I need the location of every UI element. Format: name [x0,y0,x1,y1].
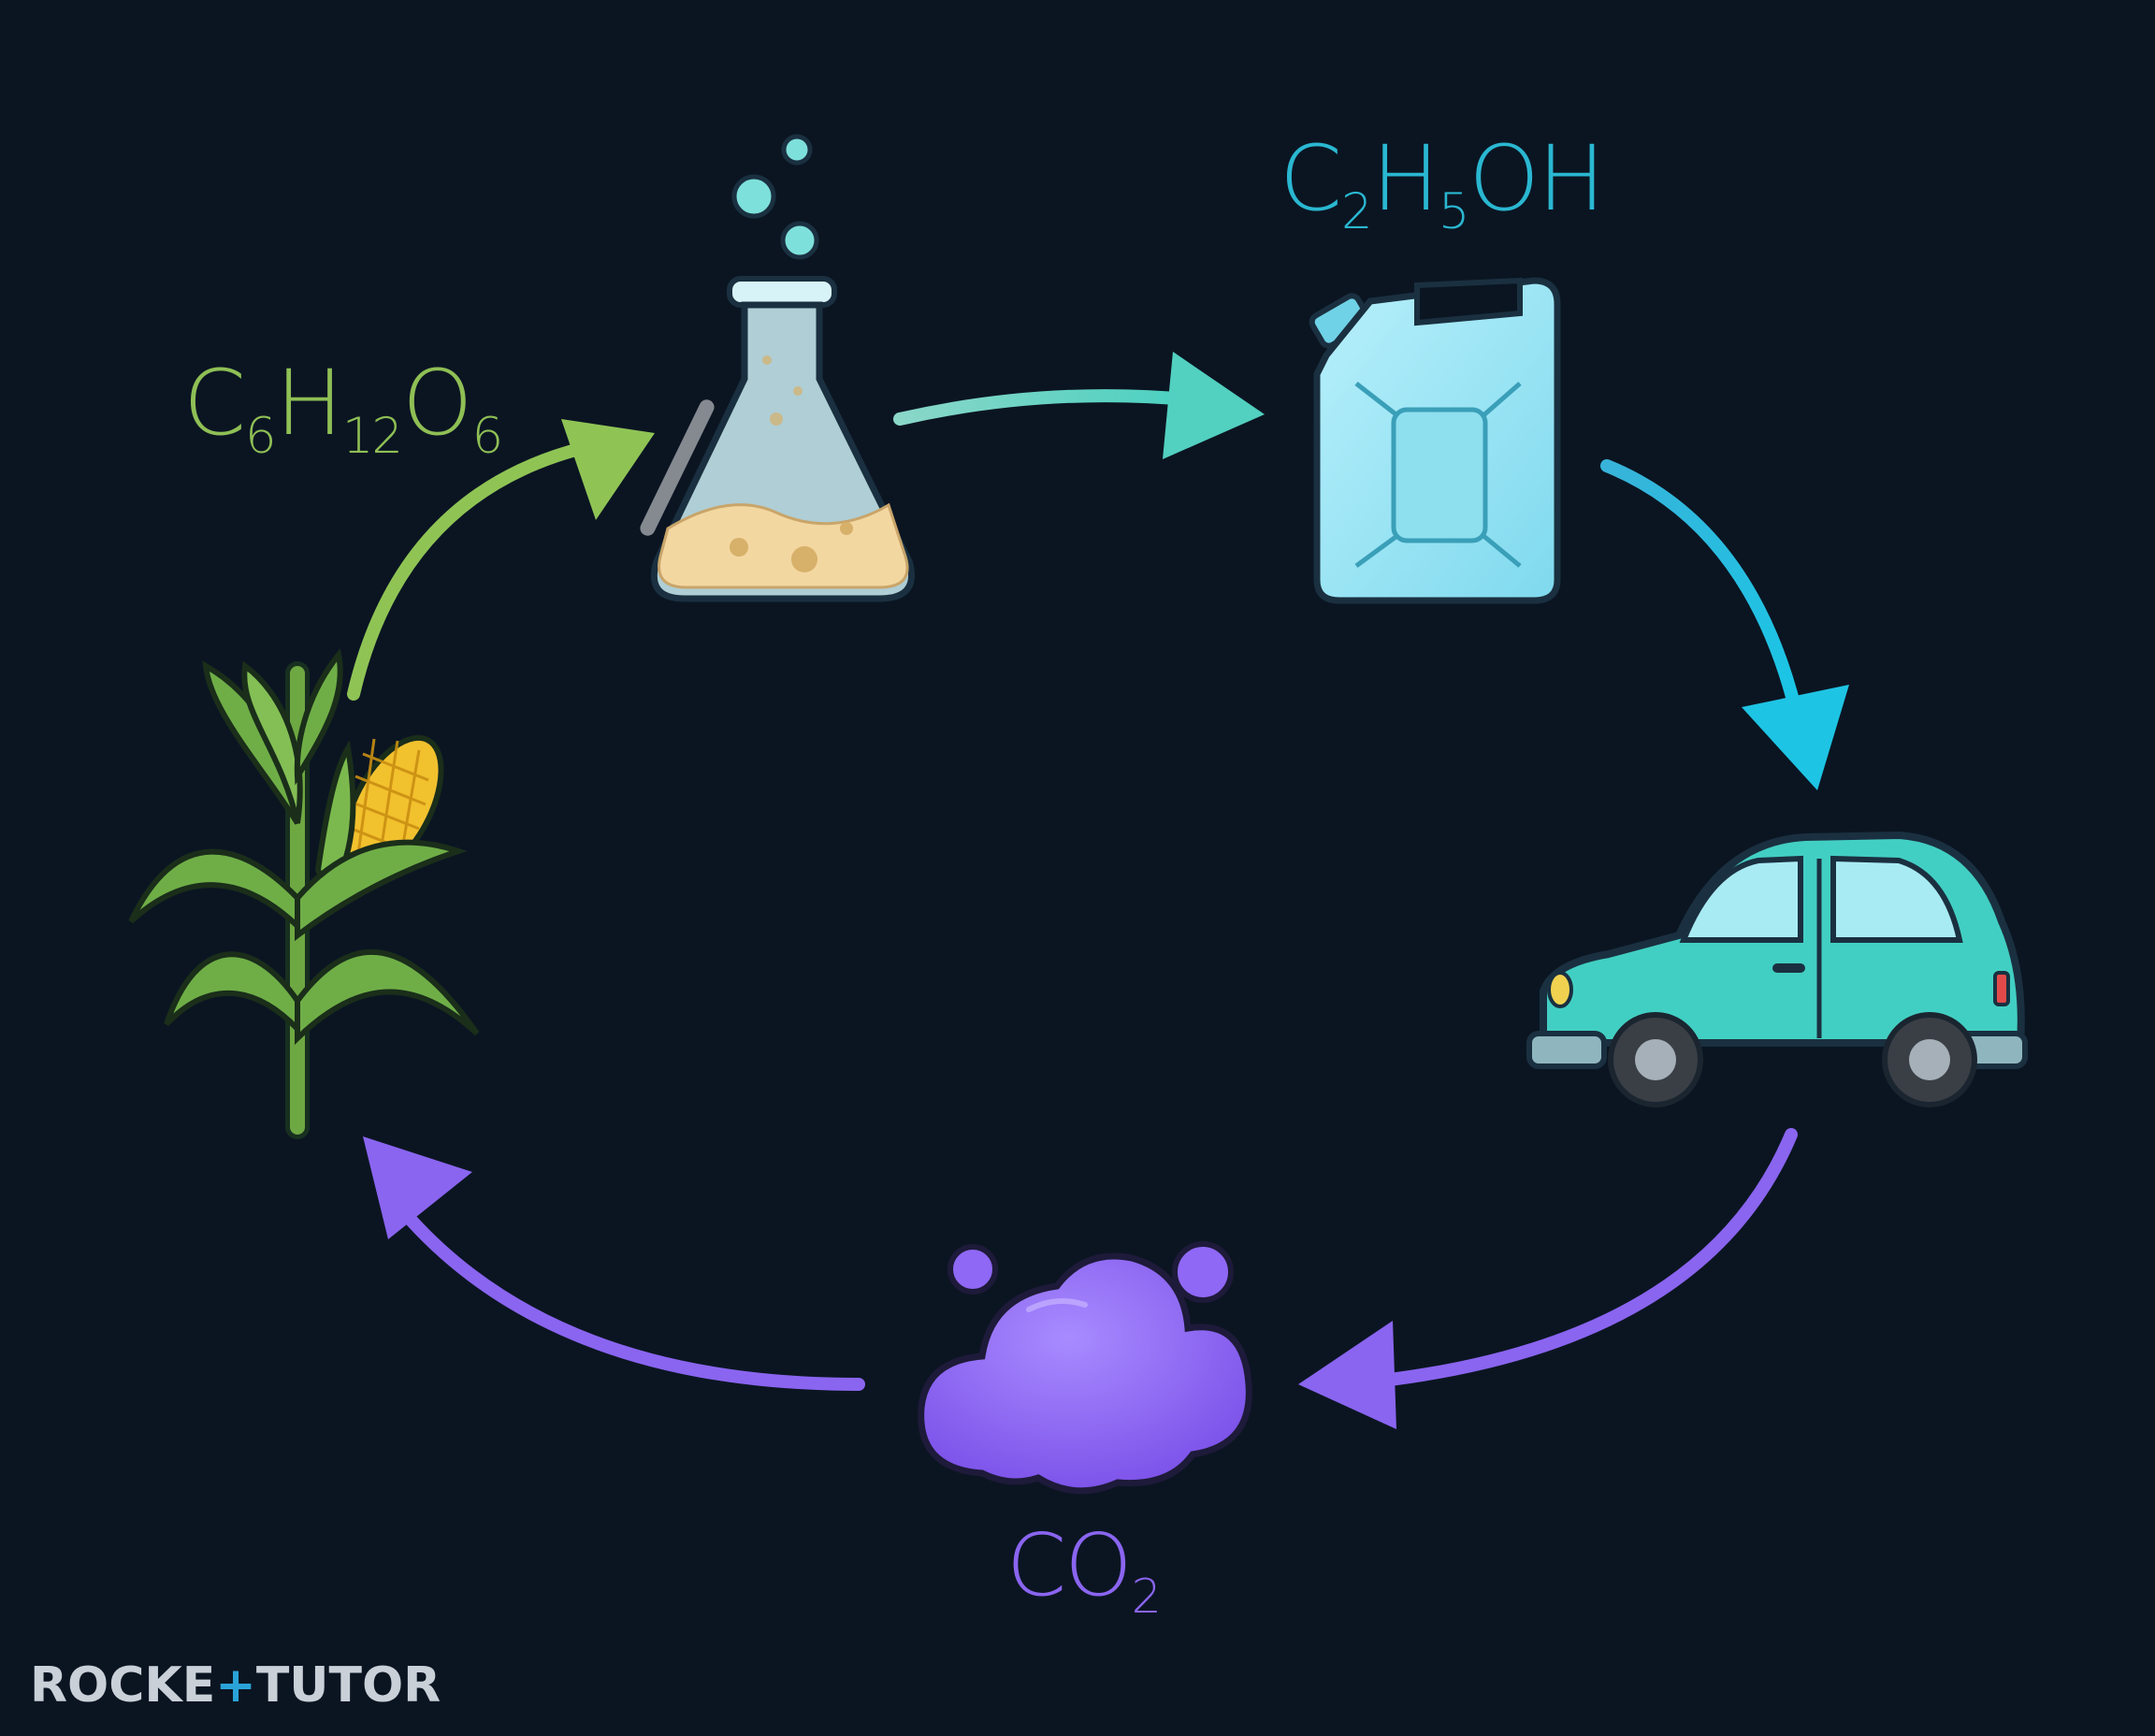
glucose-c: C [183,351,246,456]
glucose-c-sub: 6 [245,408,277,466]
logo-text-left: ROCKE [30,1657,216,1714]
co2-sub: 2 [1131,1569,1162,1625]
co2-cloud-icon [918,1241,1252,1495]
glucose-o: O [402,351,473,456]
ethanol-h-sub: 5 [1438,183,1470,241]
jerrycan-icon [1309,277,1561,604]
logo-plus-mark: + [215,1657,256,1714]
glucose-formula: C6H12O6 [183,351,503,465]
co2-formula: CO2 [1006,1515,1162,1624]
flask-icon [640,134,916,602]
glucose-h: H [275,351,343,456]
arrow-flask-to-can [893,352,1265,459]
car-icon [1526,831,2028,1107]
logo-text-right: TUTOR [255,1657,441,1714]
ethanol-c-sub: 2 [1341,183,1373,241]
ethanol-formula: C2H5OH [1280,126,1605,240]
arrow-can-to-car [1600,459,1849,790]
arrow-car-to-co2 [1298,1128,1798,1429]
ethanol-oh: OH [1468,126,1605,231]
ethanol-c: C [1280,126,1342,231]
ethanol-h: H [1371,126,1439,231]
arrow-co2-to-plant [363,1136,865,1391]
co2-co: CO [1006,1515,1133,1615]
glucose-h-sub: 12 [341,408,403,466]
corn-plant-icon [128,648,480,1139]
arrow-plant-to-flask [347,419,655,701]
glucose-o-sub: 6 [471,408,504,466]
brand-logo: ROCKE+TUTOR [30,1657,441,1714]
